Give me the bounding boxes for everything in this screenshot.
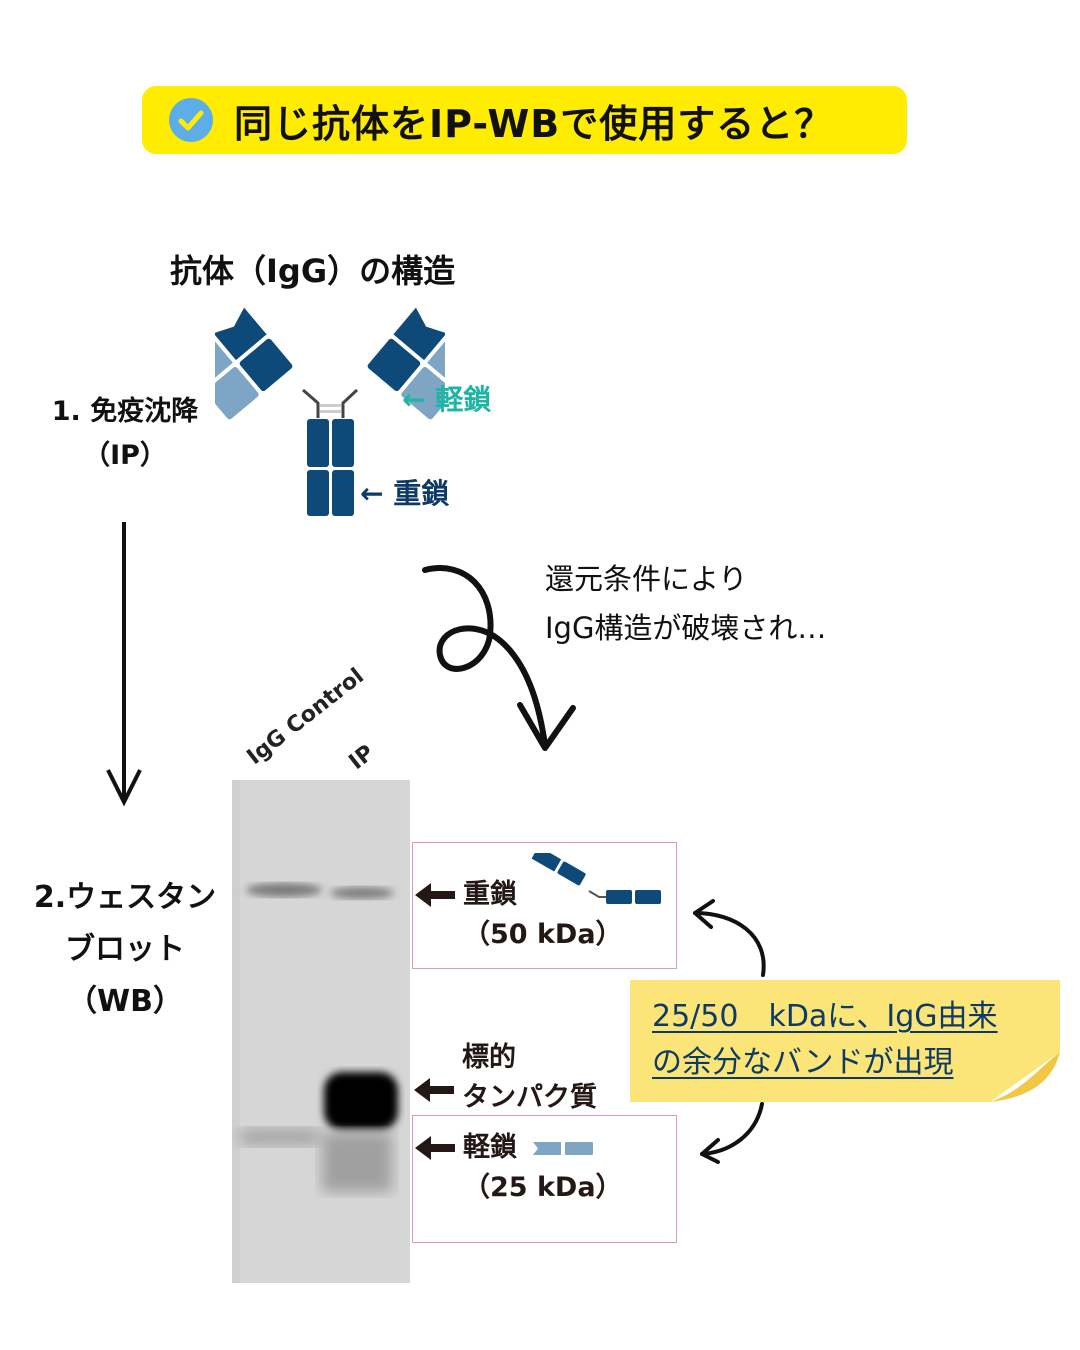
callout-text: 25/50 kDaに、IgG由来 の余分なバンドが出現 bbox=[652, 994, 998, 1086]
target-protein-band-label: 標的 タンパク質 bbox=[462, 1038, 597, 1118]
step2-line1: 2.ウェスタン bbox=[33, 880, 217, 915]
western-blot-image bbox=[232, 780, 410, 1283]
light-chain-label: ← 軽鎖 bbox=[402, 383, 492, 416]
heavy-chain-band-name: 重鎖 bbox=[463, 879, 517, 910]
light-chain-band-kda: （25 kDa） bbox=[463, 1172, 623, 1203]
note-curl-icon bbox=[990, 1052, 1060, 1102]
light-chain-band-name: 軽鎖 bbox=[463, 1132, 517, 1163]
left-arrow-icon bbox=[414, 1078, 454, 1102]
step1-line2: （IP） bbox=[83, 440, 167, 471]
target-protein-line2: タンパク質 bbox=[462, 1082, 597, 1113]
heavy-chain-band-box: 重鎖 （50 kDa） bbox=[412, 842, 677, 969]
heavy-chain-band-kda: （50 kDa） bbox=[463, 919, 623, 950]
target-protein-line1: 標的 bbox=[462, 1042, 516, 1073]
reduction-note-line1: 還元条件により bbox=[545, 562, 748, 596]
heavy-chain-label: ← 重鎖 bbox=[360, 477, 450, 510]
callout-sticky-note: 25/50 kDaに、IgG由来 の余分なバンドが出現 bbox=[630, 980, 1060, 1102]
heavy-chain-band-label: 重鎖 （50 kDa） bbox=[463, 875, 623, 955]
lane-label-ip: IP bbox=[344, 740, 380, 775]
antibody-igg-diagram bbox=[215, 307, 445, 516]
step2-line3: （WB） bbox=[67, 984, 183, 1019]
curved-arrow-down-icon bbox=[700, 1102, 764, 1164]
heavy-chain-fragment-icon bbox=[531, 853, 661, 904]
step2-label: 2.ウェスタン ブロット （WB） bbox=[10, 872, 240, 1028]
check-circle-icon bbox=[169, 98, 213, 142]
page-title: 同じ抗体をIP-WBで使用すると？ bbox=[234, 101, 834, 146]
callout-line1: 25/50 kDaに、IgG由来 bbox=[652, 999, 998, 1034]
curved-arrow-up-icon bbox=[693, 899, 766, 977]
callout-line2: の余分なバンドが出現 bbox=[652, 1045, 954, 1080]
light-chain-band-label: 軽鎖 （25 kDa） bbox=[463, 1128, 623, 1208]
left-arrow-icon bbox=[415, 883, 455, 907]
step1-line1: 1. 免疫沈降 bbox=[51, 396, 199, 427]
title-banner: 同じ抗体をIP-WBで使用すると？ bbox=[142, 86, 907, 154]
down-arrow-icon bbox=[106, 522, 142, 807]
step1-label: 1. 免疫沈降 （IP） bbox=[20, 390, 230, 478]
reduction-note-line2: IgG構造が破壊され… bbox=[545, 611, 827, 645]
reduction-note: 還元条件により IgG構造が破壊され… bbox=[545, 555, 826, 653]
left-arrow-icon bbox=[415, 1136, 455, 1160]
step2-line2: ブロット bbox=[65, 932, 185, 967]
curly-arrow-icon bbox=[422, 565, 576, 751]
structure-title: 抗体（IgG）の構造 bbox=[170, 252, 456, 290]
light-chain-band-box: 軽鎖 （25 kDa） bbox=[412, 1115, 677, 1243]
light-chain-fragment-icon bbox=[533, 1142, 593, 1155]
